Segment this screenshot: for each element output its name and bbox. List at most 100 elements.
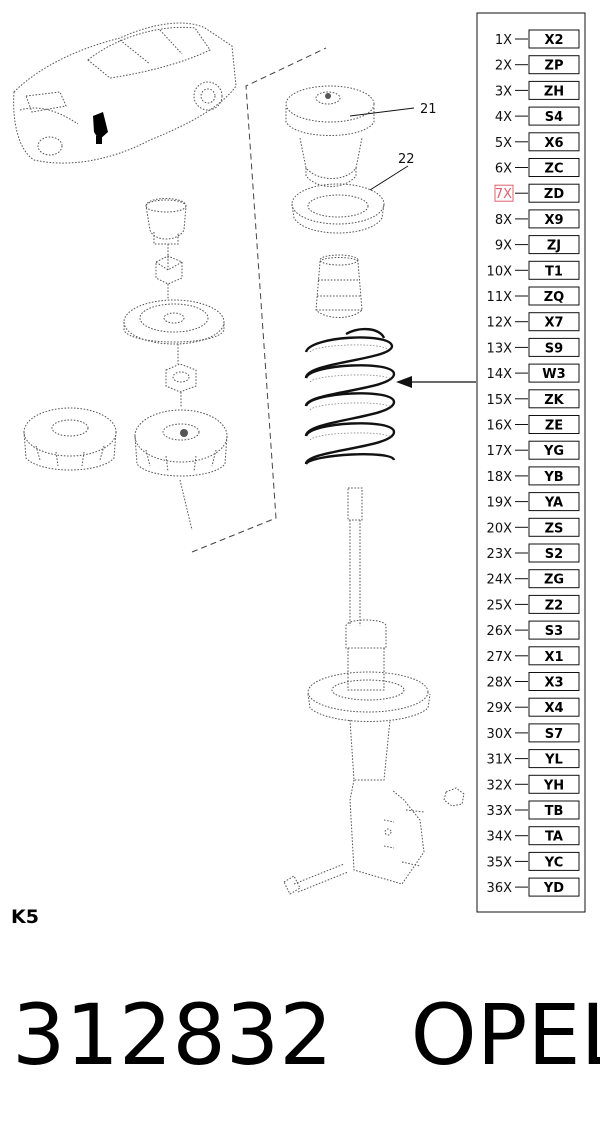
- variant-row-label: 24X: [487, 573, 513, 588]
- variant-row-label: 28X: [487, 676, 513, 691]
- washer-plate-part: [123, 299, 225, 345]
- variant-code-box: [528, 826, 580, 846]
- coil-spring-part: [304, 327, 396, 465]
- variant-code-box: [528, 672, 580, 691]
- variant-row-label: 8X: [495, 213, 512, 228]
- variant-code-box: [528, 80, 580, 100]
- variant-row-label: 16X: [487, 419, 513, 434]
- variant-code: X7: [544, 316, 563, 331]
- variant-code-box: [528, 517, 580, 537]
- variant-row-label: 7X: [495, 187, 512, 202]
- variant-code-box: [528, 312, 580, 332]
- variant-code-box: [528, 723, 580, 743]
- variant-code: X1: [544, 650, 563, 665]
- variant-row-label: 26X: [487, 624, 513, 639]
- strut-mount-right-part: [134, 409, 228, 477]
- variant-code-box: [528, 337, 580, 357]
- variant-row-label: 31X: [487, 753, 513, 768]
- variant-row-label: 15X: [487, 393, 513, 408]
- variant-code: YB: [543, 470, 563, 485]
- strut-location-marker: [93, 112, 108, 144]
- variant-row-label: 11X: [487, 290, 513, 305]
- callout-22: 22: [398, 152, 415, 167]
- variant-row-label: 17X: [487, 444, 513, 459]
- brand-name: OPEL: [410, 986, 600, 1084]
- variant-code-box: [528, 569, 580, 589]
- variant-row-label: 23X: [487, 547, 513, 562]
- variant-code-box: [528, 183, 580, 203]
- variant-code: ZS: [545, 521, 564, 536]
- variant-row-label: 6X: [495, 162, 512, 177]
- variant-code-box: [528, 363, 580, 383]
- variant-code-box: [528, 749, 580, 769]
- variant-code-box: [528, 877, 580, 897]
- variant-code-box: [528, 543, 580, 563]
- variant-code-box: [528, 389, 580, 409]
- variant-row: 17X YG: [487, 440, 580, 460]
- variant-row-label: 33X: [487, 804, 513, 819]
- variant-code: ZK: [544, 393, 564, 408]
- page-label: K5: [11, 906, 39, 928]
- variant-code-box: [528, 55, 580, 75]
- variant-code: X9: [544, 213, 563, 228]
- variant-code-box: [528, 158, 580, 177]
- variant-code: ZH: [544, 84, 564, 99]
- variant-code-box: [528, 106, 580, 126]
- variant-code: S4: [545, 110, 563, 125]
- variant-code: S9: [545, 341, 563, 356]
- variant-code: ZP: [545, 59, 564, 74]
- variant-code: YG: [543, 444, 564, 459]
- variant-row-label: 1X: [495, 33, 512, 48]
- variant-row: 15X ZK: [487, 389, 580, 409]
- variant-code: YA: [544, 496, 563, 511]
- variant-code-box: [528, 646, 580, 666]
- variant-code-box: [528, 209, 580, 229]
- variant-code-box: [528, 697, 580, 717]
- variant-code: YD: [543, 881, 564, 896]
- variant-table-arrow: [396, 376, 476, 388]
- variant-code: X4: [544, 701, 563, 716]
- variant-code-box: [528, 851, 580, 871]
- variant-code-box: [528, 286, 580, 306]
- part-number: 312832: [12, 986, 333, 1084]
- variant-row: 14X W3: [487, 363, 580, 383]
- variant-code-box: [528, 594, 580, 614]
- variant-code: S2: [545, 547, 563, 562]
- variant-code-box: [528, 492, 580, 512]
- variant-row-label: 3X: [495, 84, 512, 99]
- variant-code: TA: [545, 830, 563, 845]
- variant-code: W3: [542, 367, 565, 382]
- nut-part: [155, 255, 183, 285]
- callout-21: 21: [420, 102, 437, 117]
- variant-row-label: 30X: [487, 727, 513, 742]
- variant-row: 12X X7: [487, 312, 580, 332]
- variant-row-label: 32X: [487, 778, 513, 793]
- variant-row-label: 12X: [487, 316, 513, 331]
- variant-code-box: [528, 260, 580, 280]
- variant-row-label: 14X: [487, 367, 513, 382]
- variant-row-highlight: [494, 184, 514, 202]
- shock-absorber-part: [307, 487, 431, 885]
- car-thumbnail: [13, 22, 237, 164]
- variant-code-box: [528, 132, 580, 152]
- variant-row-label: 18X: [487, 470, 513, 485]
- variant-code-box: [528, 620, 580, 640]
- variant-code: T1: [545, 264, 563, 279]
